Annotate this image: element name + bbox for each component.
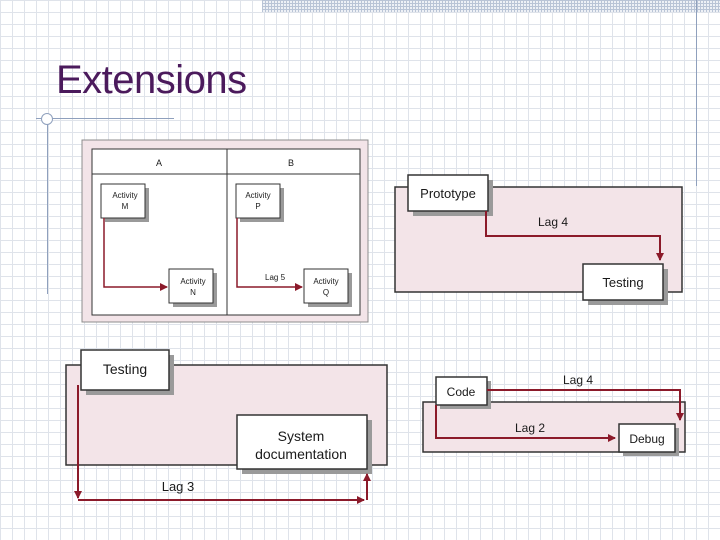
prototype-box <box>407 174 489 212</box>
column-a-label: A <box>156 158 162 168</box>
activity-m-box <box>100 183 146 219</box>
lag-4-label-code: Lag 4 <box>563 373 593 387</box>
arrow-p-to-q <box>236 218 303 291</box>
activity-n-label-line1: Activity <box>180 277 205 286</box>
right-decoration-line <box>696 0 697 186</box>
activity-p-label-line2: P <box>255 202 260 211</box>
left-decoration-line <box>47 118 48 294</box>
lag-5-label: Lag 5 <box>265 273 286 282</box>
activity-q-box <box>303 268 349 304</box>
diagram-system-documentation: Testing System documentation Lag 3 <box>65 349 388 504</box>
header-decoration-band <box>262 0 720 12</box>
arrow-m-to-n <box>103 218 168 291</box>
activity-m-label-line1: Activity <box>112 191 137 200</box>
debug-box-label: Debug <box>629 432 664 446</box>
arrow-code-to-debug-lag-2 <box>435 405 616 442</box>
activity-n-box <box>168 268 214 304</box>
lag-4-label-prototype: Lag 4 <box>538 215 568 229</box>
code-box-label: Code <box>447 385 476 399</box>
title-underline <box>36 118 174 119</box>
code-box <box>435 376 488 406</box>
sysdoc-testing-box-label: Testing <box>103 361 147 377</box>
arrow-prototype-to-testing <box>485 211 664 261</box>
activity-m-label-line2: M <box>122 202 129 211</box>
debug-box <box>618 423 676 453</box>
testing-box-label: Testing <box>602 275 643 290</box>
sysdoc-target-label-line2: documentation <box>255 446 347 462</box>
corner-circle-ornament <box>41 113 53 125</box>
sysdoc-target-label-line1: System <box>278 428 325 444</box>
activity-n-label-line2: N <box>190 288 196 297</box>
testing-box <box>582 263 664 301</box>
sysdoc-target-box <box>236 414 368 470</box>
activity-p-label-line1: Activity <box>245 191 270 200</box>
activity-q-label-line2: Q <box>323 288 329 297</box>
diagram-prototype-testing: Prototype Testing Lag 4 <box>394 174 683 305</box>
slide-title: Extensions <box>56 58 247 102</box>
activity-q-label-line1: Activity <box>313 277 338 286</box>
diagram-code-debug: Code Debug Lag 4 Lag 2 <box>422 373 686 456</box>
sysdoc-testing-box <box>80 349 170 391</box>
lag-3-label: Lag 3 <box>162 479 195 494</box>
column-b-label: B <box>288 158 294 168</box>
diagram-ab: A B Activity M Activity N Activity P Act… <box>81 139 369 323</box>
activity-p-box <box>235 183 281 219</box>
lag-2-label: Lag 2 <box>515 421 545 435</box>
prototype-box-label: Prototype <box>420 186 476 201</box>
arrow-code-to-debug-lag-4 <box>487 389 684 421</box>
